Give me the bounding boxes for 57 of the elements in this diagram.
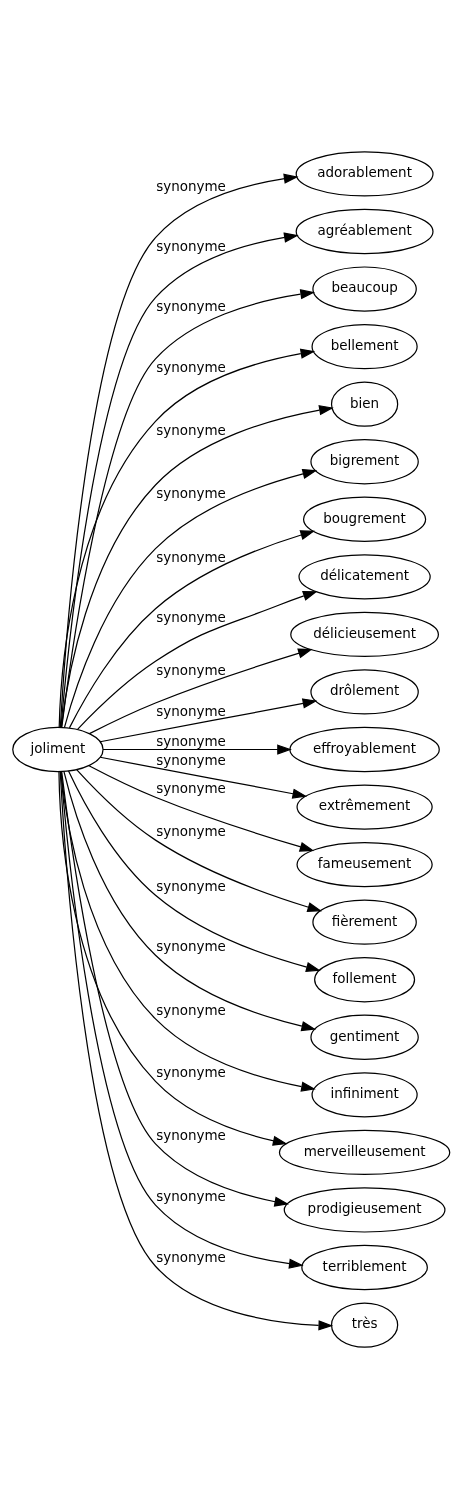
edge-label: synonyme xyxy=(156,661,226,678)
arrow xyxy=(88,648,313,735)
arrow xyxy=(99,698,318,743)
arrow xyxy=(60,405,334,728)
node-ellipse: prodigieusement xyxy=(283,1187,446,1233)
node-ellipse: follement xyxy=(314,957,416,1003)
node-ellipse: terriblement xyxy=(301,1244,428,1291)
arrow xyxy=(68,530,316,729)
node-ellipse: fièrement xyxy=(312,899,417,945)
node-ellipse: effroyablement xyxy=(289,726,440,773)
node-ellipse: merveilleusement xyxy=(278,1129,451,1176)
edge-label: synonyme xyxy=(156,608,226,625)
edge-label: synonyme xyxy=(156,878,226,895)
edge-label: synonyme xyxy=(156,823,226,840)
edge-label: synonyme xyxy=(156,237,226,254)
arrow xyxy=(63,468,318,729)
arrow xyxy=(61,771,290,1207)
node-ellipse: joliment xyxy=(12,726,104,773)
node-ellipse: bien xyxy=(330,381,399,427)
node-ellipse: drôlement xyxy=(310,669,419,715)
node-ellipse: bougrement xyxy=(302,496,427,542)
node-ellipse: très xyxy=(330,1302,399,1348)
arrow xyxy=(60,771,304,1269)
edge-label: synonyme xyxy=(156,1126,226,1143)
edge-label: synonyme xyxy=(156,1001,226,1018)
node-ellipse: bellement xyxy=(311,323,418,370)
arrow xyxy=(76,769,323,912)
arrow xyxy=(63,770,317,1032)
edge-label: synonyme xyxy=(156,177,226,194)
node-ellipse: infiniment xyxy=(311,1072,418,1118)
arrow xyxy=(76,591,318,730)
node-ellipse: adorablement xyxy=(295,151,434,197)
node-ellipse: gentiment xyxy=(310,1014,419,1060)
edge-label: synonyme xyxy=(156,732,226,749)
arrow xyxy=(88,765,315,852)
arrow xyxy=(102,744,292,755)
arrow xyxy=(58,771,288,1146)
node-ellipse: beaucoup xyxy=(312,266,417,312)
node-ellipse: extrêmement xyxy=(296,784,433,830)
edge-label: synonyme xyxy=(156,485,226,502)
edge-label: synonyme xyxy=(156,938,226,955)
node-ellipse: bigrement xyxy=(310,439,419,485)
edge-label: synonyme xyxy=(156,421,226,438)
arrow xyxy=(67,770,321,972)
edge-label: synonyme xyxy=(156,780,226,797)
edge-label: synonyme xyxy=(156,297,226,314)
edge-label: synonyme xyxy=(156,1188,226,1205)
arrow xyxy=(60,771,316,1092)
arrow xyxy=(99,756,308,799)
edge-label: synonyme xyxy=(156,548,226,565)
node-ellipse: agréablement xyxy=(295,208,434,255)
arrow xyxy=(59,771,334,1331)
edge-label: synonyme xyxy=(156,1249,226,1266)
edge-label: synonyme xyxy=(156,359,226,376)
edge-label: synonyme xyxy=(156,703,226,720)
edge-label: synonyme xyxy=(156,752,226,769)
edge-label: synonyme xyxy=(156,1064,226,1081)
